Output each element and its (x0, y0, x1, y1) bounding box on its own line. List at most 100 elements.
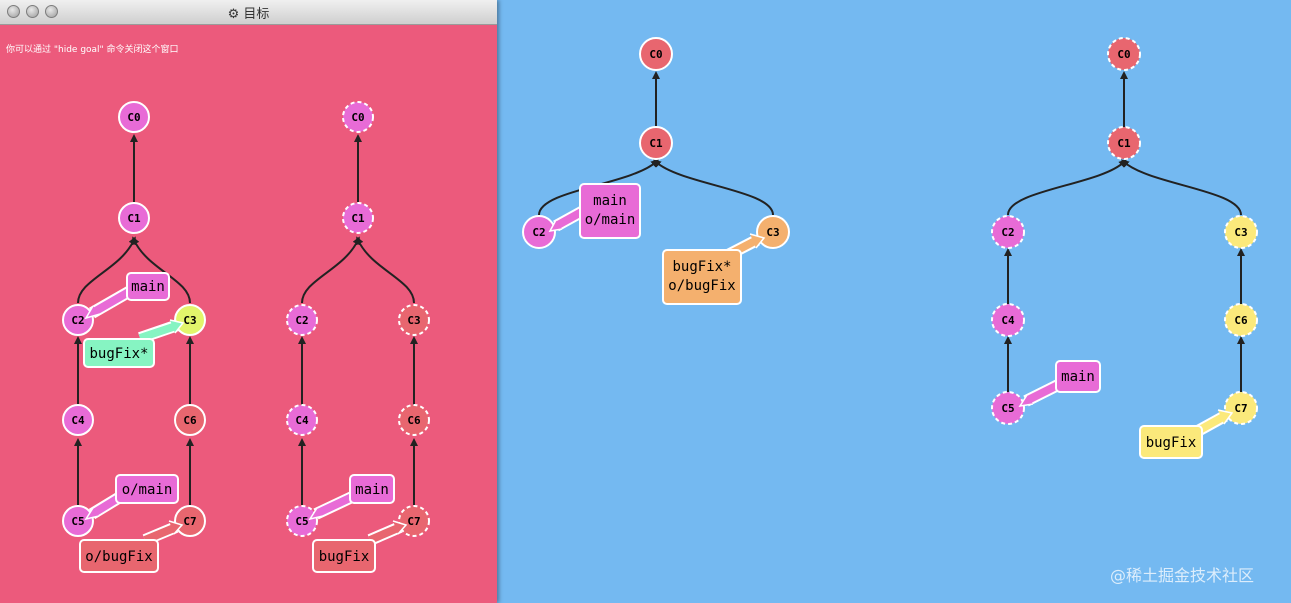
commit-label: C6 (407, 414, 421, 427)
arrow-main (553, 204, 588, 232)
zoom-button[interactable] (45, 5, 58, 18)
commit-c4[interactable]: C4 (62, 404, 94, 436)
current-local-tree: C0 C1 C2 C3 main o/main bugFix* o/bugFix (522, 37, 790, 305)
commit-label: C6 (1234, 314, 1248, 327)
edge-c2-c1 (538, 159, 660, 216)
commit-label: C2 (295, 314, 308, 327)
commit-label: C2 (1001, 226, 1014, 239)
commit-label: C7 (1234, 402, 1247, 415)
branch-label: o/main (122, 482, 173, 498)
commit-c1[interactable]: C1 (118, 202, 150, 234)
commit-label: C5 (1001, 402, 1014, 415)
commit-label: C0 (351, 111, 364, 124)
commit-c5[interactable]: C5 (62, 505, 94, 537)
commit-label: C6 (183, 414, 197, 427)
commit-label: C5 (295, 515, 308, 528)
commit-label: C0 (1117, 48, 1130, 61)
arrow-remote-bugfix (1193, 410, 1228, 438)
remote-branch-bugfix[interactable]: bugFix (312, 539, 376, 573)
current-remote-tree: C0 C1 C2 C3 C4 C6 C5 C7 main bugFix (991, 37, 1258, 459)
commit-label: C4 (1001, 314, 1015, 327)
remote-commit-c3[interactable]: C3 (1224, 215, 1258, 249)
goal-hint-text: 你可以通过 "hide goal" 命令关闭这个窗口 (6, 45, 179, 55)
goal-remote-tree: C0 C1 C2 C3 C4 C6 C5 C7 main bugFix (286, 101, 430, 573)
arrow-remote-main (1023, 377, 1065, 407)
branch-label: bugFix* (89, 346, 148, 362)
remote-commit-c4[interactable]: C4 (991, 303, 1025, 337)
edge-c2-c1 (1007, 159, 1127, 216)
edge-c3-c1 (356, 236, 415, 304)
commit-label: C3 (766, 226, 779, 239)
remote-commit-c0[interactable]: C0 (1107, 37, 1141, 71)
commit-c0[interactable]: C0 (118, 101, 150, 133)
commit-label: C0 (649, 48, 662, 61)
remote-commit-c0[interactable]: C0 (342, 101, 374, 133)
window-title: ⚙ 目标 (0, 3, 497, 22)
commit-c3[interactable]: C3 (756, 215, 790, 249)
remote-commit-c4[interactable]: C4 (286, 404, 318, 436)
commit-label: C4 (295, 414, 309, 427)
commit-label: C2 (532, 226, 545, 239)
commit-label: C7 (407, 515, 420, 528)
goal-local-tree: C0 C1 C2 C3 C4 C6 C5 C7 main bugFix* o/m… (62, 101, 206, 573)
branch-label: bugFix (319, 549, 370, 565)
title-bar[interactable]: ⚙ 目标 (0, 0, 497, 25)
remote-branch-main[interactable]: main (349, 474, 395, 504)
edge-c2-c1 (301, 236, 360, 304)
commit-c2[interactable]: C2 (62, 304, 94, 336)
edge-c2-c1 (77, 236, 136, 304)
remote-commit-c2[interactable]: C2 (286, 304, 318, 336)
branch-o-bugfix[interactable]: o/bugFix (79, 539, 159, 573)
commit-label: C4 (71, 414, 85, 427)
branch-label: main (355, 482, 389, 498)
remote-commit-c6[interactable]: C6 (398, 404, 430, 436)
window-title-text: 目标 (243, 7, 270, 22)
branch-label: main (131, 279, 165, 295)
close-button[interactable] (7, 5, 20, 18)
branch-label: o/bugFix (85, 549, 152, 565)
branch-bugfix-o-bugfix[interactable]: bugFix* o/bugFix (662, 249, 742, 305)
commit-label: C7 (183, 515, 196, 528)
goal-graph: C0 C1 C2 C3 C4 C6 C5 C7 main bugFix* o/m… (62, 101, 430, 573)
commit-label: C3 (407, 314, 420, 327)
branch-main[interactable]: main (126, 272, 170, 301)
edge-c3-c1 (1120, 159, 1242, 216)
edge-c3-c1 (652, 159, 774, 216)
commit-c2[interactable]: C2 (522, 215, 556, 249)
gear-icon: ⚙ (227, 7, 240, 22)
branch-label-main: main (593, 193, 627, 209)
remote-commit-c7[interactable]: C7 (398, 505, 430, 537)
branch-label: bugFix (1146, 435, 1197, 451)
commit-c7[interactable]: C7 (174, 505, 206, 537)
remote-commit-c1[interactable]: C1 (342, 202, 374, 234)
commit-label: C1 (1117, 137, 1131, 150)
branch-o-main[interactable]: o/main (115, 474, 179, 504)
commit-c1[interactable]: C1 (639, 126, 673, 160)
commit-label: C1 (351, 212, 365, 225)
commit-label: C3 (183, 314, 196, 327)
remote-commit-c6[interactable]: C6 (1224, 303, 1258, 337)
minimize-button[interactable] (26, 5, 39, 18)
branch-main-o-main[interactable]: main o/main (579, 183, 641, 239)
remote-commit-c2[interactable]: C2 (991, 215, 1025, 249)
commit-label: C2 (71, 314, 84, 327)
branch-label-bugfix: bugFix* (672, 259, 731, 275)
remote-branch-bugfix[interactable]: bugFix (1139, 425, 1203, 459)
remote-commit-c5[interactable]: C5 (286, 505, 318, 537)
remote-commit-c7[interactable]: C7 (1224, 391, 1258, 425)
commit-label: C3 (1234, 226, 1247, 239)
remote-commit-c5[interactable]: C5 (991, 391, 1025, 425)
watermark: @稀土掘金技术社区 (1110, 566, 1255, 585)
arrow-bugfix (725, 234, 760, 261)
commit-label: C1 (127, 212, 141, 225)
remote-commit-c3[interactable]: C3 (398, 304, 430, 336)
remote-commit-c1[interactable]: C1 (1107, 126, 1141, 160)
goal-window: ⚙ 目标 你可以通过 "hide goal" 命令关闭这个窗口 C0 C1 C2… (0, 0, 497, 603)
commit-c6[interactable]: C6 (174, 404, 206, 436)
branch-bugfix[interactable]: bugFix* (83, 338, 155, 368)
branch-label-o-bugfix: o/bugFix (668, 278, 735, 294)
branch-label: main (1061, 369, 1095, 385)
commit-c0[interactable]: C0 (639, 37, 673, 71)
commit-label: C0 (127, 111, 140, 124)
remote-branch-main[interactable]: main (1055, 360, 1101, 393)
